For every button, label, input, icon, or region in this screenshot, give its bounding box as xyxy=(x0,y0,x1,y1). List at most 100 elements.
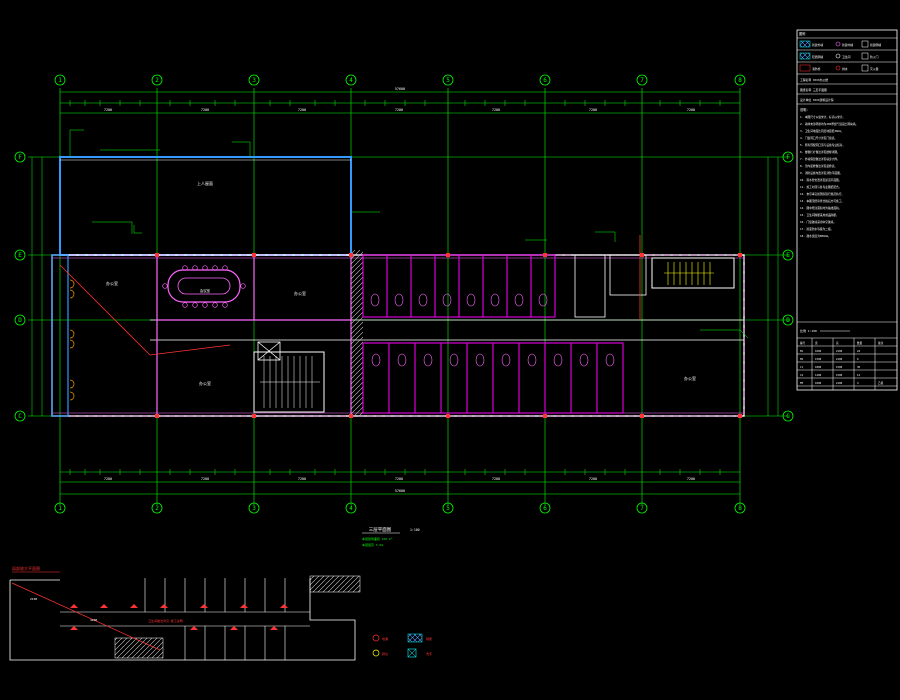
axis-label-bottom: 4 xyxy=(349,505,353,512)
table-cell: 1500 xyxy=(815,357,822,361)
axis-label-bottom: 5 xyxy=(446,505,450,512)
dimension-ticks xyxy=(69,100,721,475)
axis-label-bottom: 2 xyxy=(155,505,159,512)
legend-item: 轻质隔墙 xyxy=(812,55,823,59)
meeting-table xyxy=(162,265,246,308)
axis-bubbles-side xyxy=(14,151,794,422)
right-core xyxy=(574,235,647,320)
legend-item: 排水 xyxy=(842,67,848,71)
office-left-label: 办公室 xyxy=(106,280,118,286)
table-cell: 4 xyxy=(857,381,859,385)
note-line: 5. 所有预留洞口须与设备专业核对。 xyxy=(800,143,845,147)
note-line: 8. 室内装修做法详见装修表。 xyxy=(800,164,837,168)
axis-label-side: D xyxy=(18,317,22,324)
inset-dimension: 2100 xyxy=(30,597,37,601)
axis-bubbles-top xyxy=(54,74,746,86)
right-hall-label: 办公室 xyxy=(684,375,696,381)
door-markers xyxy=(155,253,742,418)
note-line: 6. 楼梯栏杆做法详见楼梯详图。 xyxy=(800,150,840,154)
terrace-label: 上人屋面 xyxy=(197,180,213,186)
span-dimension: 7200 xyxy=(687,108,695,112)
project-row: 设计单位 XXXX建筑设计院 xyxy=(800,98,834,102)
span-dimension: 7200 xyxy=(201,108,209,112)
legend-item: 新建隔墙 xyxy=(870,43,881,47)
note-line: 10. 雨水管位置详见屋顶平面图。 xyxy=(800,178,841,182)
inset-legend-label: 隔断 xyxy=(426,636,432,641)
section-cut-line xyxy=(59,264,231,356)
door-window-table: 编号 宽 高 数量 备注 M1 1000 2100 24 M2 1500 210… xyxy=(800,341,884,385)
table-cell: 12 xyxy=(857,373,861,377)
legend-item: 消防栓 xyxy=(812,67,821,71)
span-dimension: 7200 xyxy=(104,108,112,112)
axis-label-bottom: 3 xyxy=(252,505,256,512)
hatched-wall-block xyxy=(351,250,363,416)
table-cell: 1000 xyxy=(815,381,822,385)
notes-list: 1. 本图尺寸以毫米计，标高以米计。 2. 墙体未注明者均为200厚加气混凝土砌… xyxy=(800,115,858,238)
axis-label-top: 5 xyxy=(446,77,450,84)
axis-label-bottom: 8 xyxy=(738,505,742,512)
table-header: 数量 xyxy=(857,341,863,345)
table-header: 编号 xyxy=(800,341,806,345)
table-cell: C2 xyxy=(800,373,804,377)
staircase-right xyxy=(651,257,735,289)
table-header: 宽 xyxy=(815,341,818,345)
axis-bubbles-bottom xyxy=(54,502,746,514)
note-line: 11. 施工时须与各专业图纸配合。 xyxy=(800,185,841,189)
span-dimension: 7200 xyxy=(395,477,403,481)
axis-label-side: C xyxy=(18,413,22,420)
note-line: 13. 本图须经审查合格后方可施工。 xyxy=(800,199,844,203)
axis-labels: 1 2 3 4 5 6 7 8 1 2 3 4 5 6 7 8 F E D C … xyxy=(18,77,790,512)
grid-lines-vertical xyxy=(59,88,741,505)
axis-label-bottom: 7 xyxy=(640,505,644,512)
elevator-shaft xyxy=(257,341,281,361)
overall-dimension: 57600 xyxy=(395,489,405,493)
table-cell: 2100 xyxy=(836,381,843,385)
overall-dimension: 57600 xyxy=(395,87,405,91)
note-line: 16. 门窗玻璃采用中空玻璃。 xyxy=(800,220,836,224)
inset-legend-label: 地漏 xyxy=(382,636,388,641)
legend-header: 图例 xyxy=(799,31,805,36)
note-line: 14. 图中所注面积均为轴线面积。 xyxy=(800,206,841,210)
span-dimension: 7200 xyxy=(589,108,597,112)
legend-item: 防火门 xyxy=(870,55,879,59)
inset-title: 局部放大平面图 xyxy=(12,565,40,571)
project-row: 图纸名称 三层平面图 xyxy=(800,88,827,92)
axis-label-bottom: 1 xyxy=(58,505,62,512)
axis-label-top: 4 xyxy=(349,77,353,84)
drawing-note: 本层层高 3.6m xyxy=(362,542,383,547)
table-cell: 2100 xyxy=(836,349,843,353)
span-dimension: 7200 xyxy=(687,477,695,481)
axis-label-side: D xyxy=(786,317,790,324)
inset-legend-label: 洗手 xyxy=(426,651,432,656)
staircase-left xyxy=(253,351,325,413)
table-cell: FM xyxy=(800,381,804,385)
table-cell: 24 xyxy=(857,349,861,353)
drawing-note: 本层建筑面积 XXX m² xyxy=(362,536,393,541)
span-dimension: 7200 xyxy=(298,477,306,481)
span-dimension: 7200 xyxy=(201,477,209,481)
table-cell: 1500 xyxy=(836,373,843,377)
inset-legend-label: 蹲位 xyxy=(382,651,388,656)
office-mid-label: 办公室 xyxy=(294,290,306,296)
dimension-lines-side xyxy=(31,157,779,416)
note-line: 18. 散水宽度为800mm。 xyxy=(800,234,831,238)
axis-label-side: E xyxy=(18,252,22,259)
span-dimension: 7200 xyxy=(395,108,403,112)
left-balcony xyxy=(51,254,69,417)
right-leaders xyxy=(525,231,749,339)
inset-note: 卫生间做法详见 施工说明 xyxy=(148,618,183,623)
table-cell: 2100 xyxy=(836,357,843,361)
note-line: 3. 卫生间地面比同层地面低20mm。 xyxy=(800,129,844,133)
notes-title: 说明： xyxy=(800,107,810,112)
span-dimension: 7200 xyxy=(492,477,500,481)
table-cell: C1 xyxy=(800,365,804,369)
axis-label-top: 2 xyxy=(155,77,159,84)
note-line: 1. 本图尺寸以毫米计，标高以米计。 xyxy=(800,115,845,119)
lower-cubicles xyxy=(362,342,624,414)
span-dimension: 7200 xyxy=(492,108,500,112)
axis-label-bottom: 6 xyxy=(543,505,547,512)
table-cell: 6 xyxy=(857,357,859,361)
legend-item: 灭火器 xyxy=(870,67,879,71)
inset-legend: 地漏 隔断 蹲位 洗手 xyxy=(372,633,432,658)
upper-cubicles xyxy=(362,254,556,318)
